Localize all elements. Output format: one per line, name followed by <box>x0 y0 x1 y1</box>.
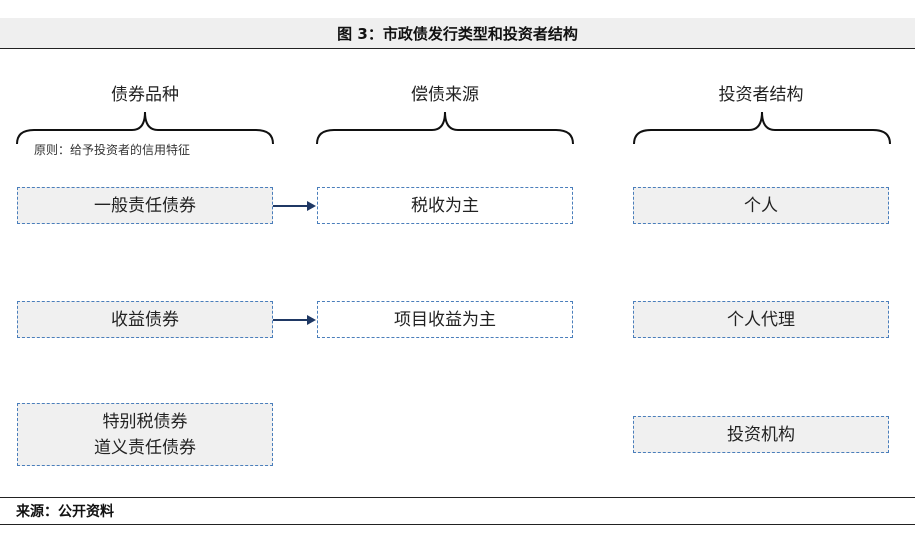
arrow-row-2 <box>273 315 316 325</box>
bond-type-special-tax-moral-obligation: 特别税债券 道义责任债券 <box>17 403 273 466</box>
investor-individual-agent: 个人代理 <box>633 301 889 338</box>
brace-repayment-source <box>316 111 574 145</box>
source-note: 来源：公开资料 <box>0 497 915 525</box>
repayment-tax: 税收为主 <box>317 187 573 224</box>
bond-type-revenue: 收益债券 <box>17 301 273 338</box>
repayment-empty <box>317 403 573 453</box>
column-header-investor-structure: 投资者结构 <box>718 85 804 105</box>
investor-individual: 个人 <box>633 187 889 224</box>
brace-bond-types <box>16 111 274 145</box>
figure-title: 图 3：市政债发行类型和投资者结构 <box>0 18 915 49</box>
arrow-row-1 <box>273 201 316 211</box>
principle-note: 原则：给予投资者的信用特征 <box>34 143 191 157</box>
bond-type-general-obligation: 一般责任债券 <box>17 187 273 224</box>
investor-institution: 投资机构 <box>633 416 889 453</box>
bond-type-special-tax: 特别税债券 <box>102 411 188 432</box>
brace-investor-structure <box>633 111 891 145</box>
bond-type-moral-obligation: 道义责任债券 <box>94 437 196 458</box>
column-header-repayment-source: 偿债来源 <box>411 85 479 105</box>
column-header-bond-types: 债券品种 <box>111 85 179 105</box>
repayment-project-revenue: 项目收益为主 <box>317 301 573 338</box>
